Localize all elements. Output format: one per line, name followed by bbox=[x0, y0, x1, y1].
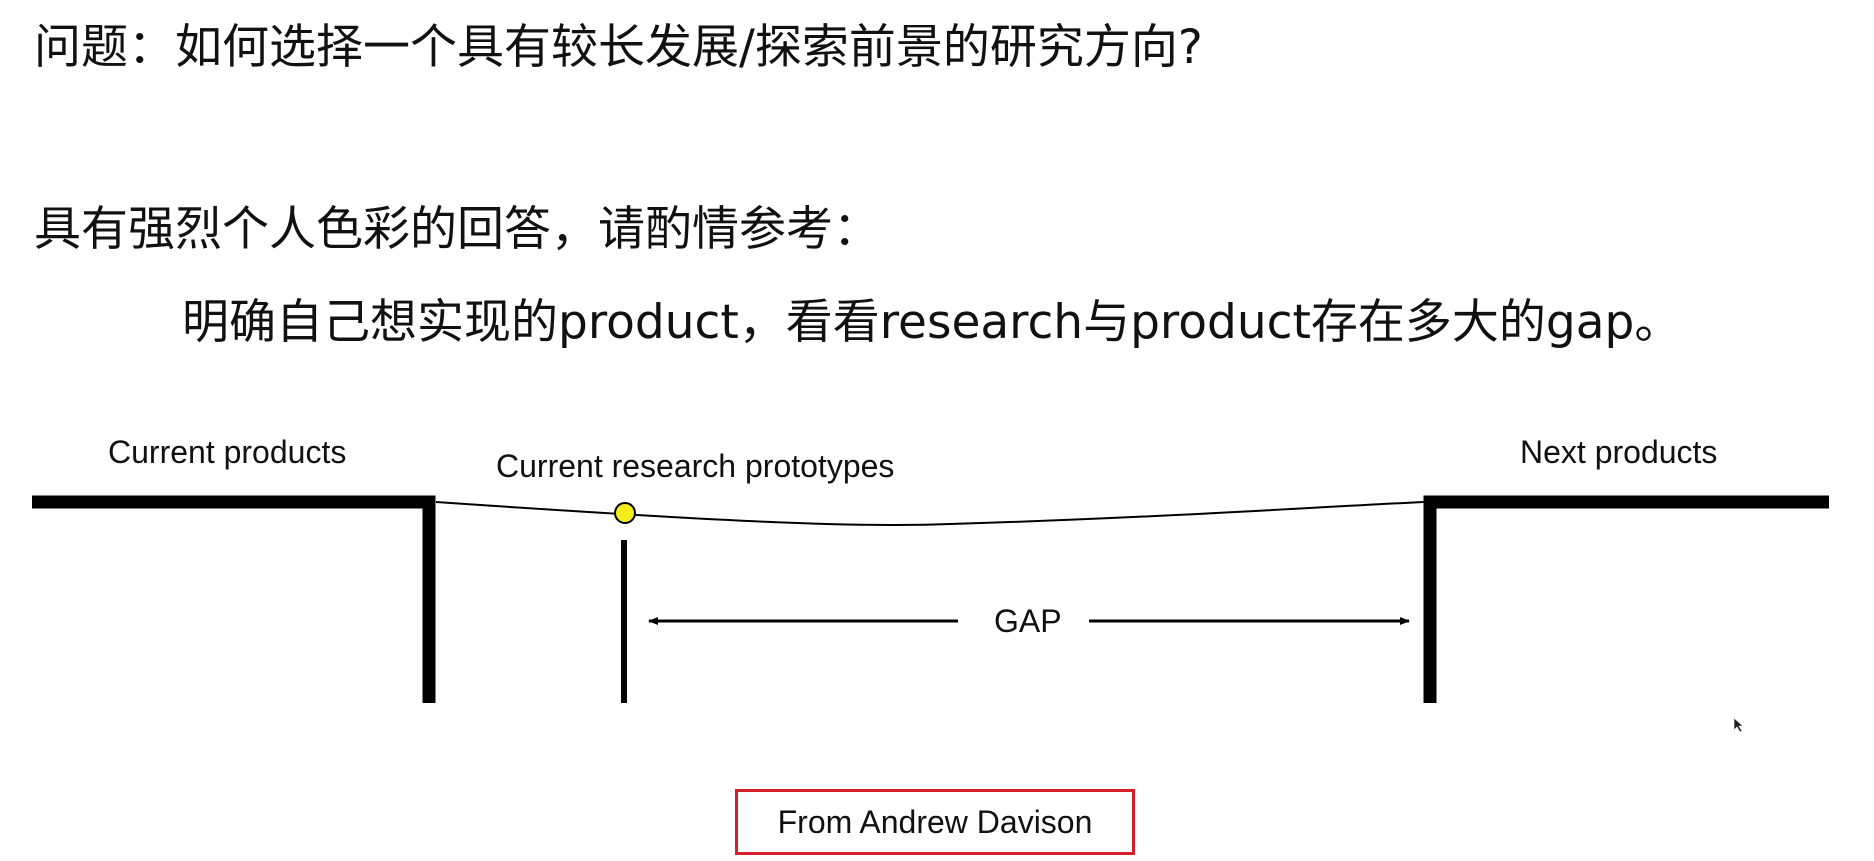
mouse-cursor-icon bbox=[1733, 717, 1744, 733]
source-box: From Andrew Davison bbox=[735, 789, 1135, 855]
current-products-step bbox=[32, 495, 436, 703]
current-products-label: Current products bbox=[108, 434, 347, 470]
progress-curve bbox=[435, 501, 1425, 527]
source-credit: From Andrew Davison bbox=[777, 803, 1093, 840]
answer-intro: 具有强烈个人色彩的回答，请酌情参考： bbox=[34, 202, 880, 257]
current-research-label: Current research prototypes bbox=[496, 448, 895, 484]
question-heading: 问题：如何选择一个具有较长发展/探索前景的研究方向? bbox=[34, 20, 1203, 75]
gap-label: GAP bbox=[994, 603, 1062, 639]
answer-statement: 明确自己想实现的product，看看research与product存在多大的g… bbox=[182, 295, 1682, 350]
next-products-label: Next products bbox=[1520, 434, 1718, 470]
next-products-step bbox=[1423, 495, 1829, 703]
research-prototype-dot bbox=[614, 502, 636, 524]
